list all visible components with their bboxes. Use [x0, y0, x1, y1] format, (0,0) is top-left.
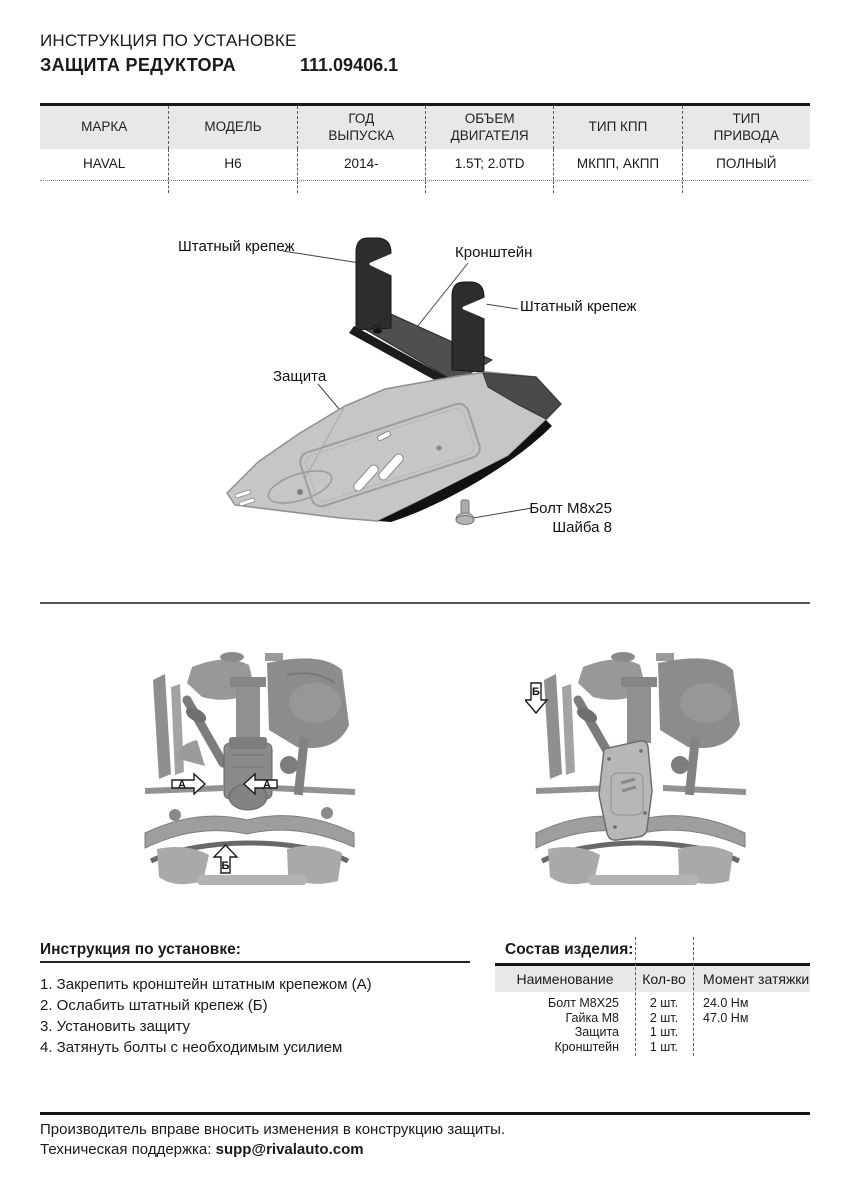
- footer-support: Техническая поддержка: supp@rivalauto.co…: [40, 1141, 364, 1158]
- label-bolt-washer: Болт M8x25 Шайба 8: [505, 499, 612, 537]
- components-divider-1: [635, 937, 636, 1056]
- marker-b-down-label: Б: [532, 686, 540, 698]
- marker-a-right-arrow-icon: А: [242, 772, 278, 796]
- component-torque: 47.0 Нм: [703, 1010, 749, 1025]
- marker-b-up-label: Б: [222, 860, 230, 872]
- spec-header-year: ГОД ВЫПУСКА: [296, 106, 425, 149]
- spec-value-gearbox: МКПП, АКПП: [553, 149, 681, 180]
- marker-a-left-label: А: [178, 779, 186, 791]
- doc-type-title: ИНСТРУКЦИЯ ПО УСТАНОВКЕ: [40, 31, 297, 50]
- spec-header-model: МОДЕЛЬ: [168, 106, 296, 149]
- footer-rule: [40, 1112, 810, 1115]
- instructions-list: 1. Закрепить кронштейн штатным крепежом …: [40, 974, 372, 1058]
- label-washer: Шайба 8: [552, 519, 612, 536]
- footer-support-email: supp@rivalauto.com: [215, 1141, 364, 1158]
- component-row: Гайка М8 2 шт. 47.0 Нм: [495, 1011, 810, 1026]
- bolt-part: [455, 499, 475, 525]
- component-name: Кронштейн: [554, 1039, 619, 1054]
- components-header-qty: Кол-во: [642, 971, 686, 987]
- components-header-row: Наименование Кол-во Момент затяжки: [495, 966, 810, 992]
- component-torque: [693, 1040, 810, 1055]
- installed-guard-plate: [598, 740, 653, 841]
- label-guard: Защита: [273, 368, 327, 385]
- components-top-border: [495, 963, 810, 966]
- label-bracket: Кронштейн: [455, 244, 533, 261]
- label-oem-fastener-left: Штатный крепеж: [178, 238, 295, 255]
- spec-header-drive: ТИП ПРИВОДА: [681, 106, 810, 149]
- spec-value-marka: HAVAL: [83, 156, 126, 172]
- component-qty: 2 шт.: [649, 996, 679, 1010]
- component-row: Кронштейн 1 шт.: [495, 1040, 810, 1055]
- section-divider: [40, 602, 810, 604]
- photo-installed-guard: Б: [525, 645, 753, 892]
- photo-mounting-points: А А Б: [137, 645, 362, 892]
- instructions-title-rule: [40, 961, 470, 963]
- product-title: ЗАЩИТА РЕДУКТОРА: [40, 55, 236, 75]
- components-rows: Болт М8X25 2 шт. 24.0 Нм Гайка М8 2 шт. …: [495, 996, 810, 1054]
- component-torque: [693, 1025, 810, 1040]
- footer-support-label: Техническая поддержка:: [40, 1141, 216, 1158]
- marker-b-down-arrow-icon: Б: [525, 682, 549, 715]
- label-bolt: Болт M8x25: [529, 500, 612, 517]
- component-row: Защита 1 шт.: [495, 1025, 810, 1040]
- exploded-view-drawing: [226, 237, 562, 525]
- leader-lines: [282, 250, 533, 519]
- label-oem-fastener-right: Штатный крепеж: [520, 298, 637, 315]
- spec-table-tick-stubs: [40, 181, 810, 193]
- components-title: Состав изделия:: [505, 941, 634, 958]
- instruction-step: 1. Закрепить кронштейн штатным крепежом …: [40, 976, 372, 993]
- components-table: Состав изделия: Наименование Кол-во Моме…: [495, 936, 810, 1058]
- spec-value-drive: ПОЛНЫЙ: [681, 149, 810, 180]
- instruction-step: 3. Установить защиту: [40, 1018, 191, 1035]
- vehicle-spec-table: МАРКА МОДЕЛЬ ГОД ВЫПУСКА ОБЪЕМ ДВИГАТЕЛЯ…: [40, 103, 810, 193]
- component-qty: 1 шт.: [649, 1039, 679, 1054]
- components-divider-2: [693, 937, 694, 1056]
- footer-notice: Производитель вправе вносить изменения в…: [40, 1121, 506, 1138]
- spec-header-gearbox: ТИП КПП: [553, 106, 681, 149]
- spec-header-engine: ОБЪЕМ ДВИГАТЕЛЯ: [424, 106, 553, 149]
- spec-value-model: H6: [168, 149, 296, 180]
- bracket-part: [349, 237, 494, 389]
- spec-value-year: 2014-: [296, 149, 425, 180]
- component-name: Защита: [574, 1025, 619, 1039]
- instructions-title: Инструкция по установке:: [40, 941, 241, 958]
- marker-a-left-arrow-icon: А: [171, 772, 207, 796]
- spec-header-row: МАРКА МОДЕЛЬ ГОД ВЫПУСКА ОБЪЕМ ДВИГАТЕЛЯ…: [40, 106, 810, 149]
- components-header-name: Наименование: [516, 971, 614, 987]
- spec-value-engine: 1.5T; 2.0TD: [424, 149, 553, 180]
- marker-b-up-arrow-icon: Б: [212, 843, 239, 874]
- spec-value-row: HAVAL H6 2014- 1.5T; 2.0TD МКПП, АКПП ПО…: [40, 149, 810, 181]
- component-qty: 1 шт.: [649, 1025, 679, 1039]
- component-torque: 24.0 Нм: [703, 996, 749, 1010]
- part-number: 111.09406.1: [300, 55, 399, 75]
- undercarriage-render: [144, 652, 356, 885]
- component-name: Гайка М8: [565, 1010, 619, 1025]
- instruction-step: 2. Ослабить штатный крепеж (Б): [40, 997, 268, 1014]
- components-header-torque: Момент затяжки: [703, 971, 810, 987]
- guard-plate-part: [226, 371, 562, 522]
- instruction-step: 4. Затянуть болты с необходимым усилием: [40, 1039, 343, 1056]
- component-name: Болт М8X25: [548, 996, 619, 1010]
- spec-header-marka: МАРКА: [81, 119, 128, 135]
- component-row: Болт М8X25 2 шт. 24.0 Нм: [495, 996, 810, 1011]
- component-qty: 2 шт.: [649, 1010, 679, 1025]
- marker-a-right-label: А: [263, 779, 271, 791]
